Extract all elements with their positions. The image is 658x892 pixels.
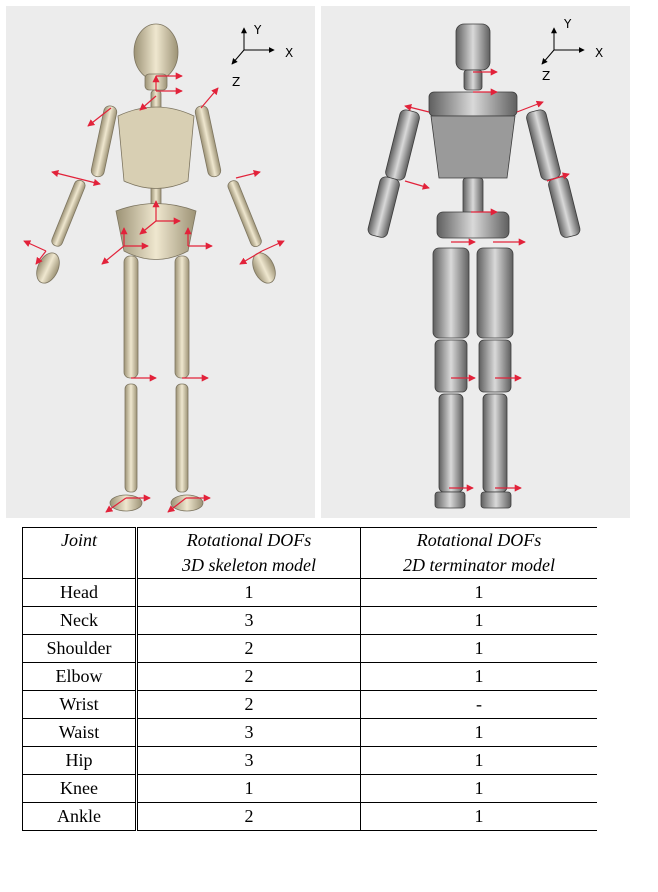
x-axis-label: X <box>285 46 293 60</box>
terminator-illustration: Y X Z <box>321 6 630 518</box>
rotational-dofs-table: Joint Rotational DOFs Rotational DOFs 3D… <box>22 527 597 831</box>
x-axis-label: X <box>595 46 603 60</box>
terminator-dofs-cell: 1 <box>361 663 598 691</box>
axis-gizmo: Y X Z <box>542 17 603 83</box>
table-subheader-row: 3D skeleton model 2D terminator model <box>23 553 598 579</box>
joint-cell: Neck <box>23 607 137 635</box>
skeleton-dofs-cell: 2 <box>137 803 361 831</box>
joint-cell: Shoulder <box>23 635 137 663</box>
terminator-dofs-header: Rotational DOFs <box>361 528 598 554</box>
table-row: Knee 1 1 <box>23 775 598 803</box>
joint-cell: Knee <box>23 775 137 803</box>
table-row: Wrist 2 - <box>23 691 598 719</box>
table-row: Head 1 1 <box>23 579 598 607</box>
joint-header: Joint <box>23 528 137 554</box>
joint-cell: Ankle <box>23 803 137 831</box>
table-row: Waist 3 1 <box>23 719 598 747</box>
skeleton-figure <box>32 24 280 511</box>
skeleton-model-panel: Y X Z <box>6 6 315 518</box>
skeleton-dofs-cell: 1 <box>137 775 361 803</box>
joint-cell: Waist <box>23 719 137 747</box>
terminator-dofs-cell: 1 <box>361 635 598 663</box>
skeleton-illustration: Y X Z <box>6 6 315 518</box>
terminator-dofs-cell: 1 <box>361 747 598 775</box>
skeleton-dofs-cell: 1 <box>137 579 361 607</box>
skeleton-dofs-header: Rotational DOFs <box>137 528 361 554</box>
table-header-row: Joint Rotational DOFs Rotational DOFs <box>23 528 598 554</box>
joint-cell: Hip <box>23 747 137 775</box>
skeleton-dofs-cell: 3 <box>137 607 361 635</box>
y-axis-label: Y <box>253 23 262 37</box>
table-row: Ankle 2 1 <box>23 803 598 831</box>
terminator-dofs-cell: 1 <box>361 607 598 635</box>
table-row: Hip 3 1 <box>23 747 598 775</box>
skeleton-dofs-cell: 2 <box>137 663 361 691</box>
figure: Y X Z <box>0 0 658 520</box>
skeleton-dofs-cell: 3 <box>137 747 361 775</box>
terminator-dofs-cell: 1 <box>361 579 598 607</box>
table-row: Elbow 2 1 <box>23 663 598 691</box>
joint-cell: Wrist <box>23 691 137 719</box>
skeleton-model-subheader: 3D skeleton model <box>137 553 361 579</box>
joint-header-blank <box>23 553 137 579</box>
y-axis-label: Y <box>563 17 572 31</box>
terminator-model-subheader: 2D terminator model <box>361 553 598 579</box>
skeleton-dofs-cell: 3 <box>137 719 361 747</box>
axis-gizmo: Y X Z <box>232 23 293 89</box>
z-axis-label: Z <box>542 69 550 83</box>
table-row: Neck 3 1 <box>23 607 598 635</box>
table-row: Shoulder 2 1 <box>23 635 598 663</box>
terminator-dofs-cell: 1 <box>361 775 598 803</box>
skeleton-dofs-cell: 2 <box>137 635 361 663</box>
terminator-dofs-cell: 1 <box>361 719 598 747</box>
terminator-dofs-cell: - <box>361 691 598 719</box>
skeleton-dofs-cell: 2 <box>137 691 361 719</box>
terminator-dofs-cell: 1 <box>361 803 598 831</box>
z-axis-label: Z <box>232 75 240 89</box>
terminator-model-panel: Y X Z <box>321 6 630 518</box>
terminator-figure <box>367 24 581 508</box>
joint-cell: Elbow <box>23 663 137 691</box>
joint-cell: Head <box>23 579 137 607</box>
